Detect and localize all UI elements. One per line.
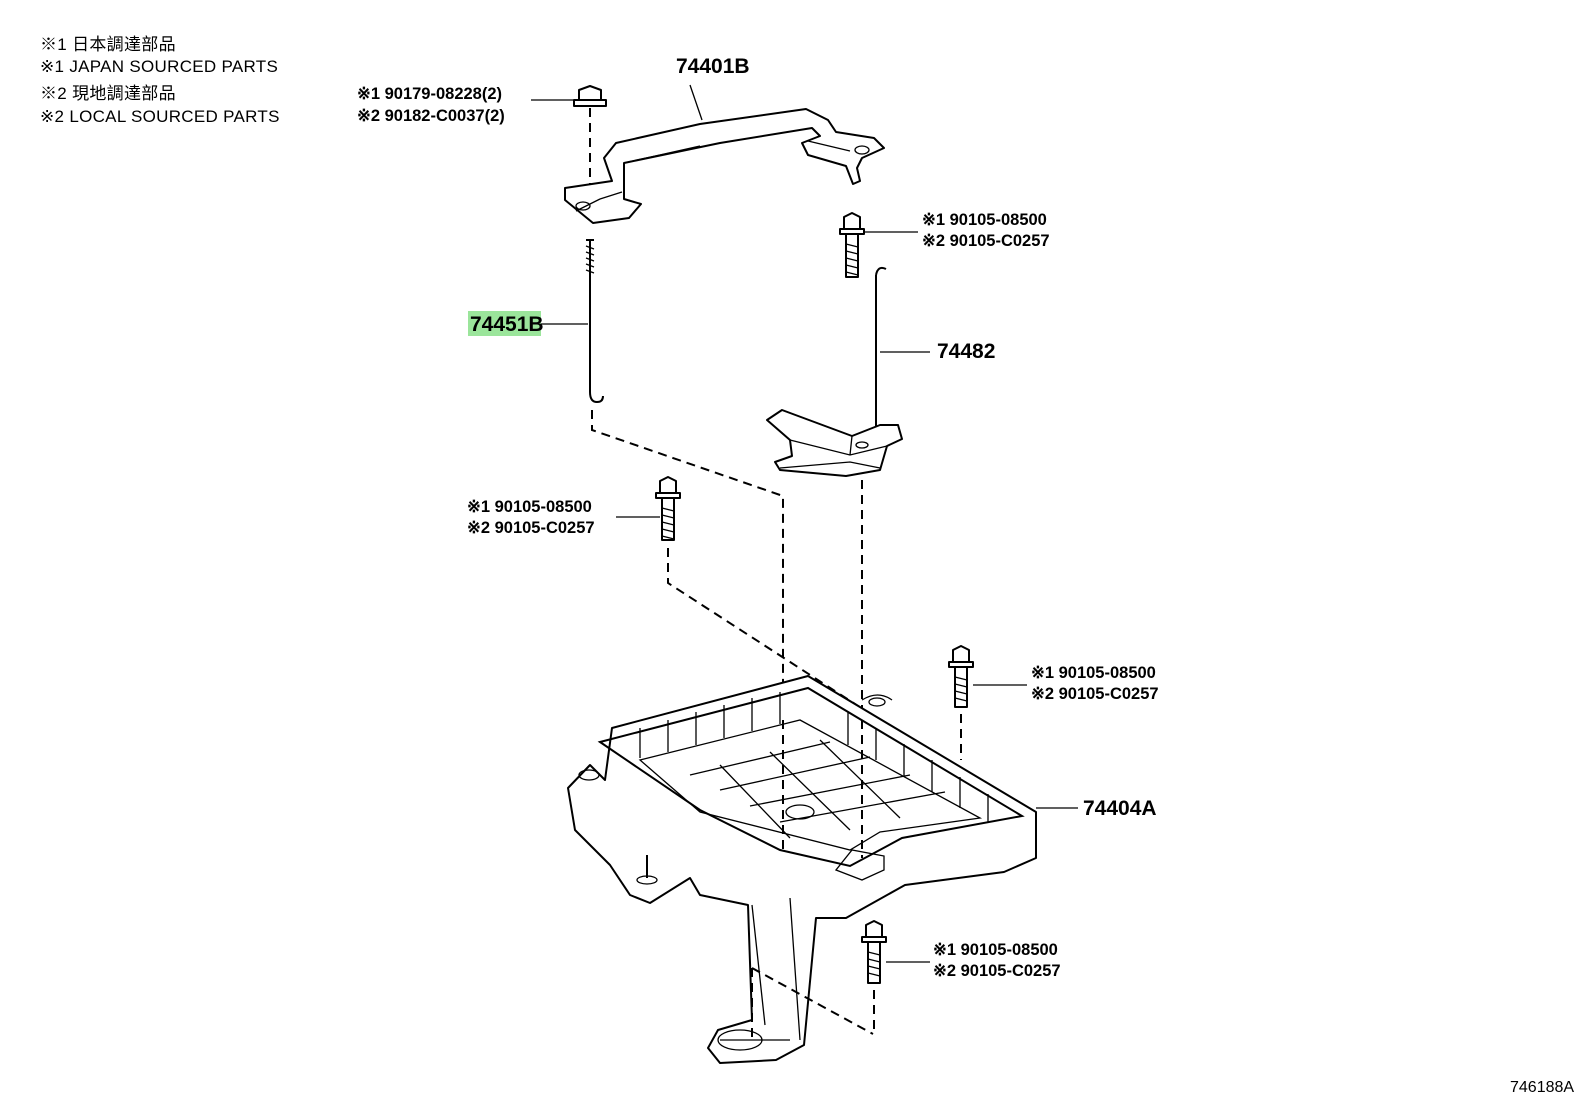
leader-clamp bbox=[689, 84, 703, 121]
legend-local-en: ※2 LOCAL SOURCED PARTS bbox=[40, 107, 280, 126]
clamp-rod-illustration bbox=[585, 239, 604, 404]
legend-japan-en: ※1 JAPAN SOURCED PARTS bbox=[40, 57, 278, 76]
ref-bolt-c-local: ※2 90105-C0257 bbox=[1031, 685, 1159, 703]
ref-bolt-d-local: ※2 90105-C0257 bbox=[933, 962, 1061, 980]
ref-bolt-b-local: ※2 90105-C0257 bbox=[467, 519, 595, 537]
ref-nut-local: ※2 90182-C0037(2) bbox=[357, 107, 505, 125]
hook-rod-illustration bbox=[875, 266, 887, 430]
bolt-d-illustration bbox=[861, 920, 887, 984]
diagram-id: 746188A bbox=[1510, 1079, 1574, 1096]
dash-bolt-b-tray bbox=[667, 548, 873, 716]
part-rod-label[interactable]: 74451B bbox=[470, 313, 544, 336]
dash-leg bbox=[751, 967, 874, 1042]
battery-tray-illustration bbox=[567, 675, 1037, 1064]
part-hook-rod-label: 74482 bbox=[937, 340, 995, 363]
bolt-a-illustration bbox=[839, 212, 865, 278]
bolt-b-illustration bbox=[655, 476, 681, 541]
ref-bolt-b-japan: ※1 90105-08500 bbox=[467, 498, 592, 516]
ref-bolt-a-japan: ※1 90105-08500 bbox=[922, 211, 1047, 229]
part-tray-label: 74404A bbox=[1083, 797, 1157, 820]
ref-bolt-c-japan: ※1 90105-08500 bbox=[1031, 664, 1156, 682]
legend-japan-jp: ※1 日本調達部品 bbox=[40, 35, 176, 54]
part-highlight bbox=[468, 311, 541, 336]
legend-local-jp: ※2 現地調達部品 bbox=[40, 84, 176, 103]
ref-bolt-d-japan: ※1 90105-08500 bbox=[933, 941, 1058, 959]
part-clamp-label: 74401B bbox=[676, 55, 750, 78]
bolt-c-illustration bbox=[948, 645, 974, 708]
flange-nut-illustration bbox=[573, 85, 607, 107]
bracket-illustration bbox=[766, 409, 903, 477]
legend: ※1 日本調達部品 ※1 JAPAN SOURCED PARTS ※2 現地調達… bbox=[40, 35, 280, 126]
ref-bolt-a-local: ※2 90105-C0257 bbox=[922, 232, 1050, 250]
ref-nut-japan: ※1 90179-08228(2) bbox=[357, 85, 502, 103]
battery-clamp-illustration bbox=[564, 108, 885, 224]
dash-rod-tray bbox=[591, 410, 784, 720]
